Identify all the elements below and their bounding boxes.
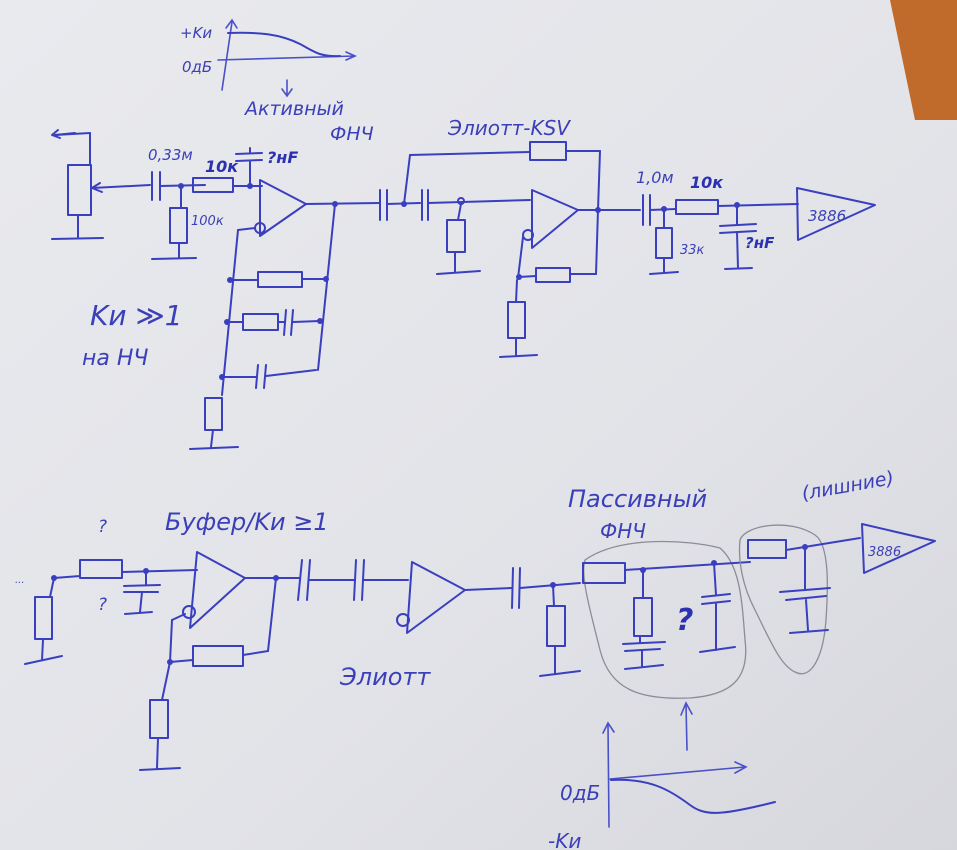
top-graph-ku-label: +Kи bbox=[180, 24, 212, 42]
passive-lpf-outline bbox=[583, 540, 747, 699]
power-amp-bottom-label: 3886 bbox=[868, 545, 901, 560]
table-corner bbox=[890, 0, 957, 120]
elliott-ksv-stage bbox=[379, 141, 641, 358]
shunt-resistor-100k bbox=[151, 185, 197, 260]
passive-lpf-label-line1: Пассивный bbox=[568, 485, 707, 513]
bottom-elliott-stage bbox=[297, 559, 581, 677]
volume-potentiometer bbox=[51, 129, 151, 240]
top-response-graph bbox=[217, 18, 357, 98]
passive-lpf-label-line2: ФНЧ bbox=[600, 519, 646, 543]
elliott-ksv-label: Элиотт-KSV bbox=[447, 116, 571, 140]
filter-cap-value-output: ?нF bbox=[745, 234, 775, 252]
feedback-network bbox=[189, 203, 336, 450]
passive-lpf-circuit bbox=[582, 560, 751, 670]
output-filter bbox=[642, 194, 799, 275]
top-graph-0db-label: 0дБ bbox=[182, 58, 212, 76]
active-filter-opamp bbox=[237, 179, 381, 237]
buffer-opamp bbox=[139, 551, 301, 771]
power-amp-top bbox=[796, 187, 876, 241]
filter-capacitor-top bbox=[235, 147, 263, 187]
bottom-graph-ku-label: -Kи bbox=[548, 829, 581, 850]
bottom-graph-0db-label: 0дБ bbox=[560, 781, 600, 805]
power-amp-bottom bbox=[861, 523, 936, 574]
input-resistor-question: ? bbox=[98, 517, 107, 537]
active-lpf-label-line2: ФНЧ bbox=[330, 123, 374, 145]
bottom-elliott-label: Элиотт bbox=[339, 663, 431, 691]
passive-lpf-question: ? bbox=[676, 603, 693, 638]
output-cap-value: 1,0м bbox=[636, 168, 674, 187]
power-amp-top-label: 3886 bbox=[808, 207, 846, 225]
extra-stage-outline bbox=[738, 524, 828, 675]
buffer-label: Буфер/Kи ≥1 bbox=[165, 508, 329, 536]
extra-rc-stage bbox=[747, 537, 861, 634]
filter-cap-value-top: ?нF bbox=[267, 148, 298, 167]
gain-note-line1: Kи ≫1 bbox=[90, 299, 183, 332]
gain-note-line2: на НЧ bbox=[82, 346, 148, 371]
bottom-response-graph bbox=[602, 701, 776, 828]
output-series-resistor-value: 10к bbox=[690, 173, 724, 192]
active-lpf-label-line1: Активный bbox=[243, 98, 344, 120]
input-cap-value: 0,33м bbox=[148, 146, 193, 164]
input-cap-question: ? bbox=[98, 595, 107, 615]
series-resistor-value: 10к bbox=[205, 157, 239, 176]
input-ellipsis: ... bbox=[15, 575, 25, 586]
bottom-input-network bbox=[24, 559, 198, 665]
output-shunt-resistor-value: 33к bbox=[680, 243, 705, 258]
shunt-resistor-value: 100к bbox=[191, 214, 224, 229]
